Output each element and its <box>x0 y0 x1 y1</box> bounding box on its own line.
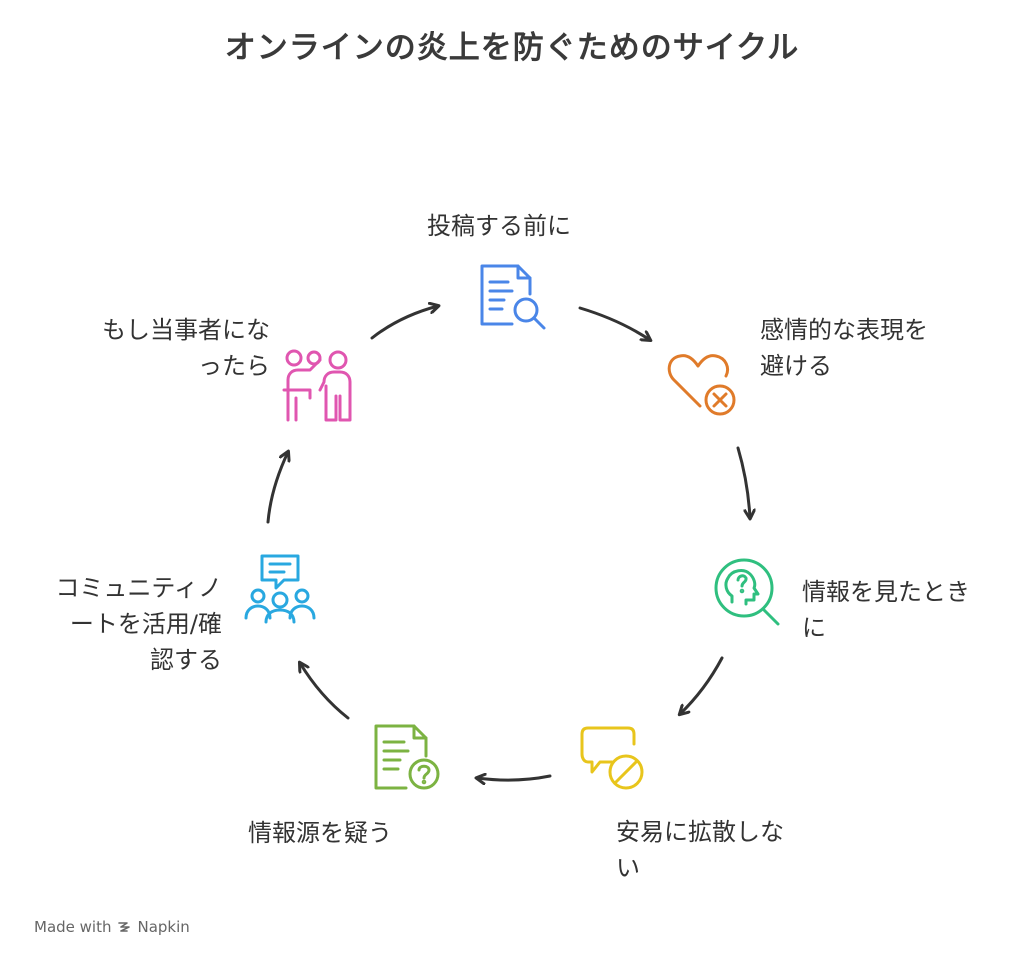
step-label-6: コミュニティノ ートを活用/確 認する <box>55 574 222 674</box>
footer-text: Made with <box>34 918 112 936</box>
step-label-3: 情報を見たとき に <box>802 578 970 642</box>
napkin-logo-icon <box>118 922 131 932</box>
step-label-4: 安易に拡散しな い <box>616 818 784 882</box>
people-speaking-icon <box>282 349 352 422</box>
step-label-1: 投稿する前に <box>427 212 571 240</box>
diagram-title: オンラインの炎上を防ぐためのサイクル <box>224 30 800 66</box>
heart-x-icon <box>667 354 736 416</box>
step-label-7: もし当事者にな ったら <box>102 316 270 380</box>
arrow-5-to-6 <box>300 663 350 720</box>
document-search-icon <box>480 264 546 330</box>
speech-bubble-ban-icon <box>580 726 644 790</box>
document-question-icon <box>374 724 440 790</box>
step-label-2: 感情的な表現を 避ける <box>760 316 928 380</box>
footer-brand: Napkin <box>137 918 190 936</box>
arrow-7-to-1 <box>370 306 438 340</box>
napkin-footer[interactable]: Made with Napkin <box>34 918 190 936</box>
community-chat-icon <box>244 554 316 624</box>
head-question-search-icon <box>714 558 780 626</box>
arrow-4-to-5 <box>477 776 552 780</box>
arrow-2-to-3 <box>736 446 750 518</box>
step-label-5: 情報源を疑う <box>248 819 392 847</box>
arrow-6-to-7 <box>266 452 288 524</box>
arrow-3-to-4 <box>680 656 724 714</box>
arrow-1-to-2 <box>578 306 650 340</box>
